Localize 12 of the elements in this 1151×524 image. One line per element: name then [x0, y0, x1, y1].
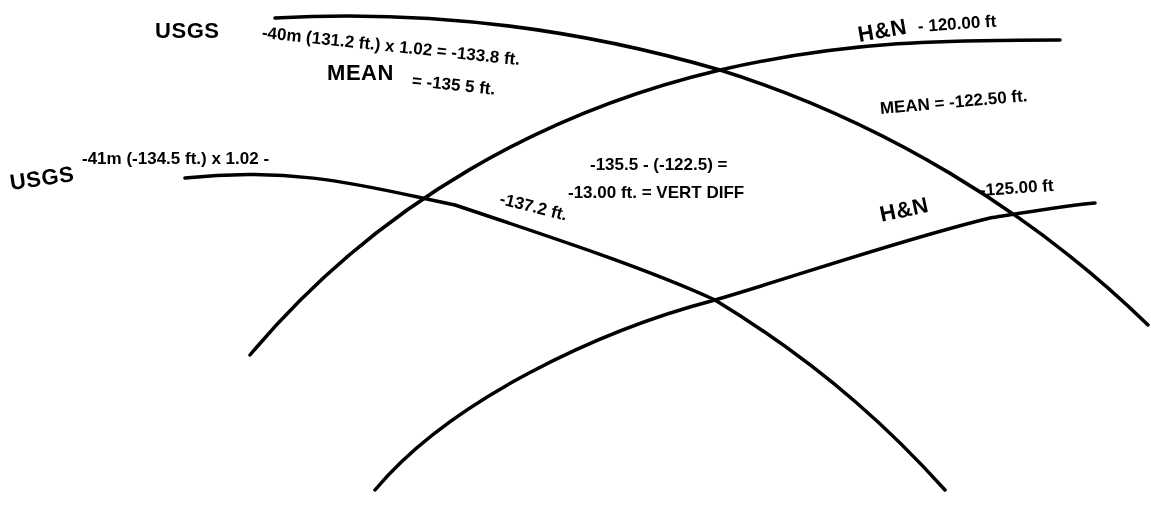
depth-label: -135.5 - (-122.5) =	[590, 154, 728, 176]
depth-label: MEAN	[327, 59, 394, 87]
depth-label: H&N	[876, 191, 932, 229]
depth-label: -41m (-134.5 ft.) x 1.02 -	[82, 148, 270, 170]
depth-label: = -135 5 ft.	[410, 70, 497, 101]
depth-label: - 120.00 ft	[917, 10, 998, 38]
depth-label: -13.00 ft. = VERT DIFF	[568, 182, 745, 204]
depth-label: -125.00 ft	[979, 174, 1055, 202]
depth-label: USGS	[155, 17, 220, 45]
depth-label: USGS	[7, 160, 77, 197]
depth-label: MEAN = -122.50 ft.	[878, 85, 1029, 120]
depth-label: H&N	[855, 12, 910, 49]
